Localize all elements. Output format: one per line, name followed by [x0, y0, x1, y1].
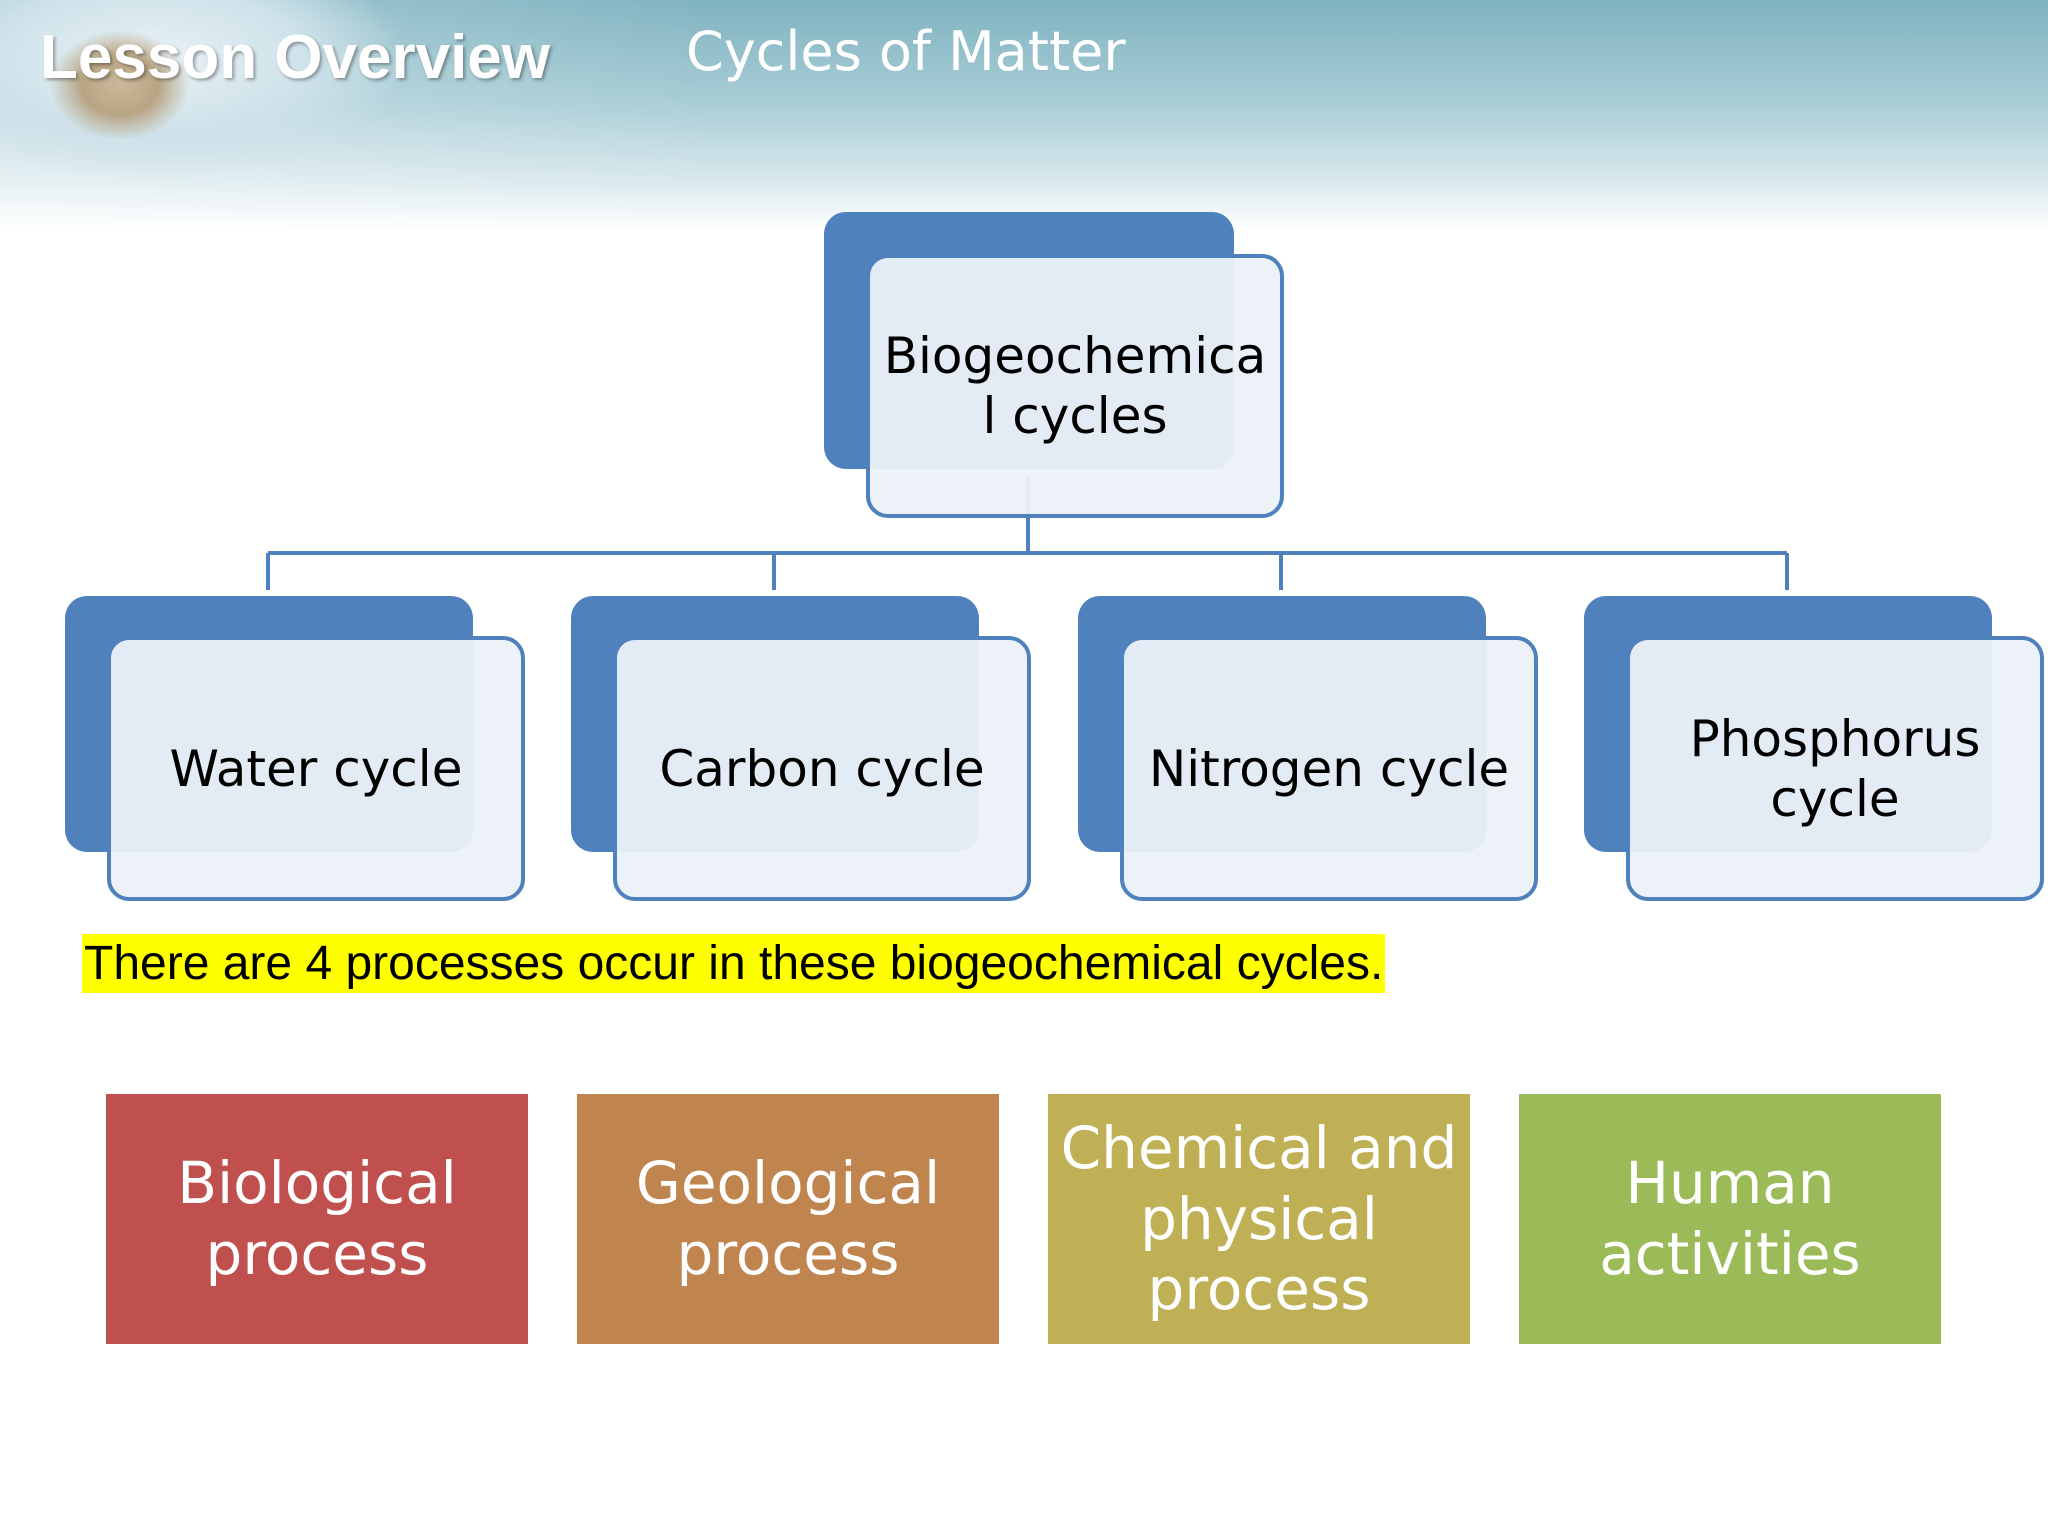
- node-biogeochemical-cycles: Biogeochemica l cycles: [824, 212, 1284, 518]
- node-water-cycle: Water cycle: [65, 596, 525, 901]
- process-label: Biological process: [177, 1149, 457, 1288]
- node-nitrogen-cycle: Nitrogen cycle: [1078, 596, 1538, 901]
- process-label: Geological process: [635, 1149, 941, 1288]
- node-label-root: Biogeochemica l cycles: [883, 327, 1267, 445]
- node-label-nitrogen: Nitrogen cycle: [1148, 739, 1510, 798]
- node-phosphorus-cycle: Phosphorus cycle: [1584, 596, 2044, 901]
- polar-bear-photo: [0, 0, 560, 200]
- node-label-phosphorus: Phosphorus cycle: [1689, 709, 1981, 828]
- node-front-box: Biogeochemica l cycles: [866, 254, 1284, 518]
- node-label-water: Water cycle: [169, 739, 463, 798]
- process-label: Human activities: [1599, 1149, 1861, 1288]
- node-carbon-cycle: Carbon cycle: [571, 596, 1031, 901]
- process-label: Chemical and physical process: [1060, 1113, 1458, 1324]
- node-label-carbon: Carbon cycle: [659, 739, 985, 798]
- highlighted-statement: There are 4 processes occur in these bio…: [82, 934, 1386, 993]
- lesson-overview-label: Lesson Overview: [40, 23, 551, 92]
- node-front-box: Phosphorus cycle: [1626, 636, 2044, 901]
- process-box-geological: Geological process: [577, 1094, 999, 1344]
- process-box-human: Human activities: [1519, 1094, 1941, 1344]
- process-box-biological: Biological process: [106, 1094, 528, 1344]
- node-front-box: Nitrogen cycle: [1120, 636, 1538, 901]
- node-front-box: Carbon cycle: [613, 636, 1031, 901]
- node-front-box: Water cycle: [107, 636, 525, 901]
- process-box-chemical-physical: Chemical and physical process: [1048, 1094, 1470, 1344]
- topic-title: Cycles of Matter: [686, 20, 1126, 83]
